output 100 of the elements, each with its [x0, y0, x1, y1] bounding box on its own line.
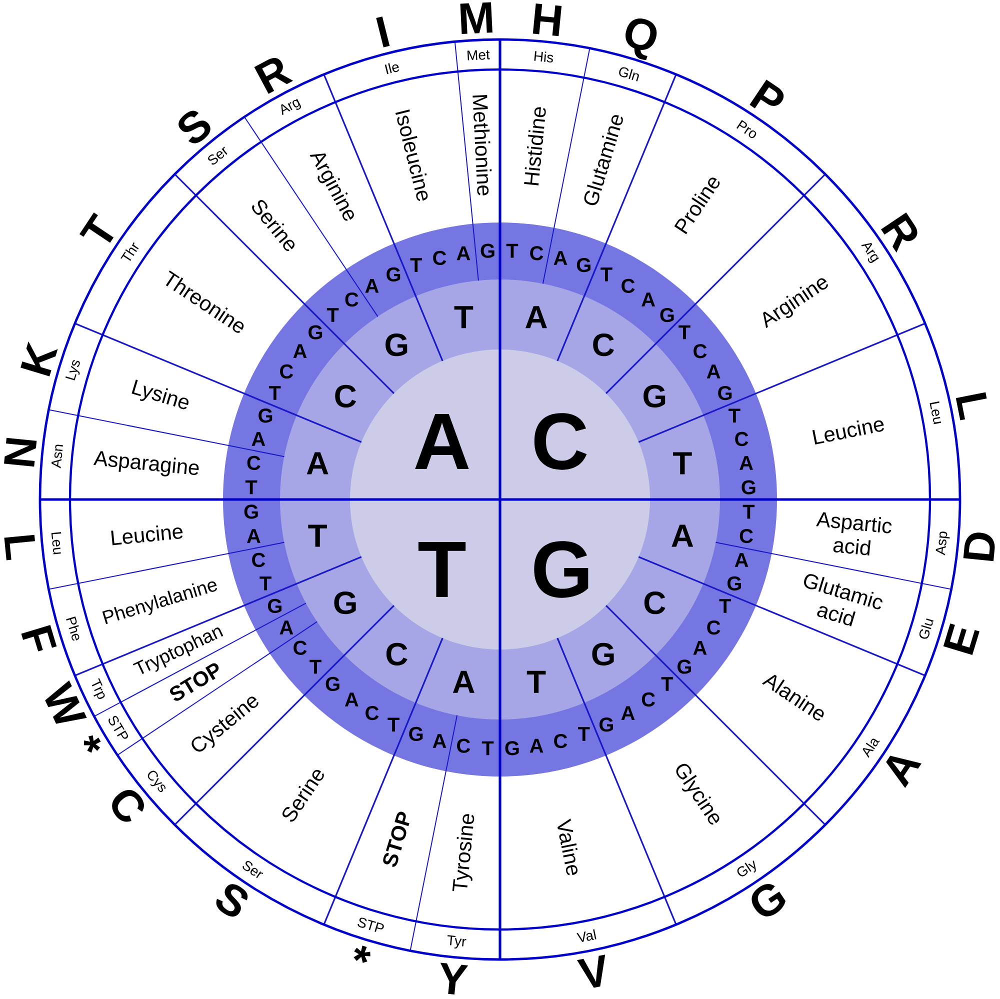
amino-acid-abbreviation: Arg [281, 98, 301, 116]
third-base-letter: C [642, 692, 655, 707]
third-base-letter: C [280, 364, 294, 379]
third-base-letter: C [735, 432, 748, 446]
second-base-letter: A [452, 670, 474, 693]
third-base-letter: G [268, 598, 282, 614]
amino-acid-abbreviation: Glu [919, 618, 934, 639]
third-base-letter: T [742, 504, 755, 519]
third-base-letter: T [410, 258, 422, 272]
amino-acid-name: Leucine [111, 525, 183, 546]
third-base-letter: A [693, 640, 707, 655]
third-base-letter: G [505, 741, 519, 756]
one-letter-code: * [354, 946, 370, 963]
third-base-letter: A [530, 738, 544, 753]
third-base-letter: T [269, 386, 281, 400]
third-base-letter: G [409, 726, 423, 742]
third-base-letter: A [293, 344, 307, 358]
one-letter-code: I [376, 16, 390, 48]
amino-acid-abbreviation: Lys [65, 360, 80, 380]
third-base-letter: C [740, 528, 753, 544]
amino-acid-abbreviation: Arg [861, 243, 879, 263]
third-base-letter: G [326, 676, 340, 692]
third-base-letter: A [247, 529, 260, 543]
second-base-letter: T [673, 452, 692, 474]
one-letter-code: D [963, 532, 995, 562]
third-base-letter: T [245, 480, 258, 494]
amino-acid-name: Aspartic acid [816, 512, 892, 556]
third-base-letter: A [621, 706, 635, 720]
amino-acid-abbreviation: Pro [736, 120, 756, 138]
third-base-letter: C [366, 706, 379, 720]
third-base-letter: A [734, 553, 748, 567]
third-base-letter: G [576, 258, 590, 272]
amino-acid-abbreviation: STP [358, 918, 384, 932]
one-letter-code: F [21, 624, 57, 652]
one-letter-code: V [577, 954, 606, 988]
amino-acid-abbreviation: Thr [120, 242, 139, 261]
amino-acid-name: Methionine [472, 95, 492, 196]
third-base-letter: C [694, 344, 707, 358]
third-base-letter: T [388, 718, 400, 732]
one-letter-code: R [880, 212, 918, 253]
one-letter-code: P [750, 80, 784, 108]
third-base-letter: A [740, 456, 753, 470]
amino-acid-name: Glutamic acid [804, 574, 882, 626]
amino-acid-name: Tyrosine [452, 814, 474, 892]
one-letter-code: L [956, 392, 987, 420]
third-base-letter: G [600, 718, 613, 732]
one-letter-code: N [4, 438, 37, 467]
one-letter-code: E [943, 623, 980, 656]
third-base-letter: G [678, 660, 692, 674]
third-base-letter: C [457, 738, 470, 753]
amino-acid-abbreviation: Ile [384, 63, 400, 74]
second-base-letter: G [334, 592, 356, 614]
third-base-letter: G [244, 504, 258, 519]
third-base-letter: A [344, 692, 358, 706]
third-base-letter: A [280, 620, 294, 634]
second-base-letter: A [672, 524, 694, 547]
third-base-letter: C [707, 620, 720, 635]
first-base-letter: G [534, 541, 588, 598]
third-base-letter: C [294, 640, 307, 655]
third-base-letter: G [308, 325, 322, 340]
first-base-letter: T [418, 542, 466, 598]
third-base-letter: A [365, 279, 379, 293]
amino-acid-abbreviation: Ser [208, 146, 228, 165]
amino-acid-abbreviation: His [534, 51, 554, 62]
first-base-letter: C [534, 413, 587, 470]
one-letter-code: T [79, 212, 114, 243]
third-base-letter: G [480, 244, 494, 258]
third-base-letter: A [456, 246, 470, 260]
amino-acid-abbreviation: Gly [737, 860, 756, 876]
third-base-letter: T [600, 268, 612, 282]
amino-acid-abbreviation: Leu [51, 532, 62, 554]
third-base-letter: G [386, 267, 400, 282]
amino-acid-abbreviation: Val [576, 929, 596, 942]
amino-acid-name: Histidine [524, 107, 546, 186]
amino-acid-abbreviation: Trp [92, 678, 105, 699]
second-base-letter: A [306, 452, 328, 474]
second-base-letter: C [593, 334, 614, 356]
third-base-letter: T [310, 660, 322, 674]
amino-acid-abbreviation: Asp [936, 532, 950, 556]
second-base-letter: C [386, 642, 408, 666]
third-base-letter: T [719, 599, 731, 613]
third-base-letter: C [345, 292, 358, 307]
third-base-letter: C [530, 246, 544, 260]
amino-acid-abbreviation: Ala [862, 738, 880, 758]
third-base-letter: C [554, 734, 568, 748]
third-base-letter: G [258, 408, 272, 423]
one-letter-code: H [532, 4, 562, 36]
amino-acid-name: Isoleucine [395, 109, 428, 202]
third-base-letter: T [728, 408, 740, 422]
amino-acid-abbreviation: Asn [52, 444, 63, 468]
second-base-letter: T [454, 306, 474, 328]
one-letter-code: S [178, 110, 210, 144]
amino-acid-abbreviation: Met [467, 50, 490, 60]
third-base-letter: T [678, 325, 690, 340]
second-base-letter: T [526, 670, 546, 693]
second-base-letter: G [644, 384, 666, 408]
amino-acid-abbreviation: Ser [242, 861, 264, 878]
one-letter-code: M [460, 2, 492, 34]
second-base-letter: A [526, 306, 547, 328]
third-base-letter: T [506, 244, 518, 258]
